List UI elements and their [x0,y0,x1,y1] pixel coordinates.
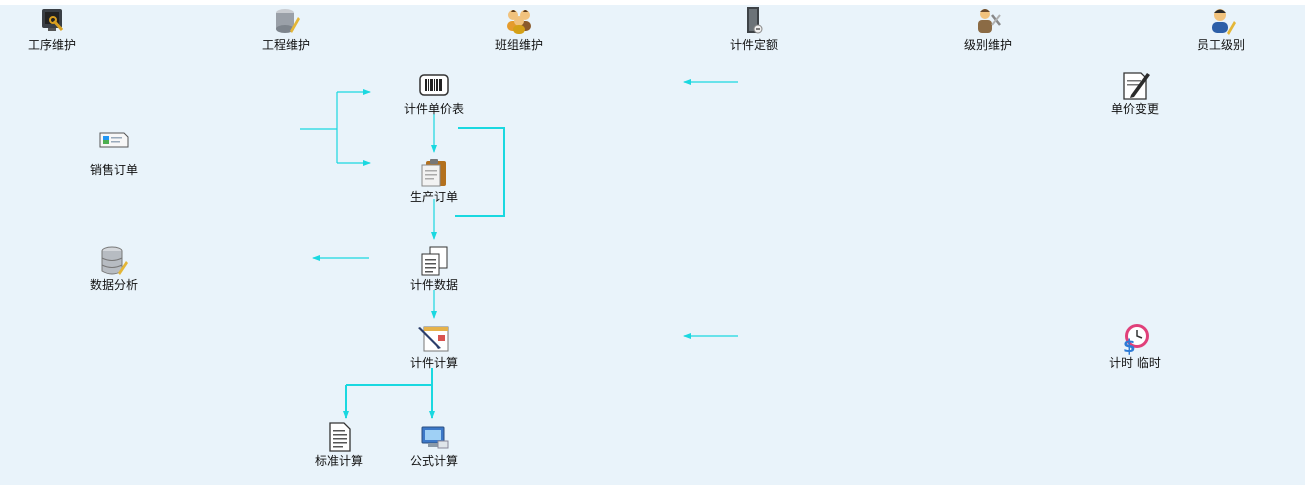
node-label: 公式计算 [409,454,458,468]
svg-text:$: $ [1123,336,1136,355]
node-label: 计件单价表 [403,102,464,116]
node-piece-calculation[interactable]: 计件计算 [386,323,482,370]
toolbar-employee-level[interactable]: 员工级别 [1173,5,1269,52]
pencil-document-icon [418,326,449,352]
node-formula-calculation[interactable]: 公式计算 [386,421,482,468]
node-label: 数据分析 [89,278,138,292]
clock-dollar-icon: $ [1123,324,1149,355]
user-edit-icon [1212,9,1236,35]
worker-tools-icon [978,9,1001,33]
door-exit-icon [747,7,763,34]
node-label: 计时 临时 [1109,356,1161,370]
node-data-analysis[interactable]: 数据分析 [66,245,162,292]
node-unit-price-change[interactable]: 单价变更 [1087,69,1183,116]
node-hourly-temporary[interactable]: $ 计时 临时 [1087,323,1183,370]
toolbar-label: 员工级别 [1196,38,1245,52]
toolbar-label: 工序维护 [27,38,76,52]
disk-pencil-icon [276,9,300,33]
node-sales-order[interactable]: 销售订单 [66,124,162,177]
toolbar-piece-quota[interactable]: 计件定额 [706,5,802,52]
toolbar-label: 计件定额 [729,38,778,52]
copy-documents-icon [421,246,448,276]
node-label: 生产订单 [409,190,458,204]
toolbar-label: 班组维护 [494,38,543,52]
node-label: 销售订单 [89,163,138,177]
ticket-card-icon [99,132,129,148]
monitor-wrench-icon [42,9,64,31]
node-label: 计件数据 [409,278,458,292]
node-piece-data[interactable]: 计件数据 [386,245,482,292]
users-group-icon [507,10,531,34]
node-label: 标准计算 [314,454,363,468]
node-piece-price-table[interactable]: 计件单价表 [386,69,482,116]
clipboard-icon [421,159,446,187]
toolbar-level-maintenance[interactable]: 级别维护 [940,5,1036,52]
node-label: 计件计算 [409,356,458,370]
computer-monitor-icon [421,426,449,449]
barcode-icon [419,74,449,96]
toolbar-team-maintenance[interactable]: 班组维护 [471,5,567,52]
document-lines-icon [329,422,351,452]
toolbar-label: 工程维护 [261,38,310,52]
toolbar-process-maintenance[interactable]: 工序维护 [4,5,100,52]
node-production-order[interactable]: 生产订单 [386,157,482,204]
toolbar-label: 级别维护 [963,38,1012,52]
pen-document-icon [1123,72,1150,100]
node-label: 单价变更 [1110,102,1159,116]
database-pencil-icon [101,246,128,275]
toolbar-project-maintenance[interactable]: 工程维护 [238,5,334,52]
workflow-canvas: 工序维护 工程维护 班组维护 计件定额 [0,5,1305,485]
connector-price-loop [455,127,505,217]
node-standard-calculation[interactable]: 标准计算 [291,421,387,468]
